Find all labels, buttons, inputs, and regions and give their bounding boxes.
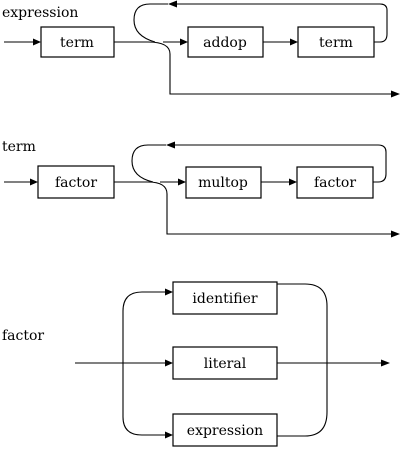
identifier-box: identifier <box>172 281 278 315</box>
multop-box: multop <box>185 166 262 199</box>
arrow-head <box>165 359 173 367</box>
arrow-head <box>178 178 186 186</box>
box-frame <box>172 281 278 315</box>
arrow-head <box>180 38 188 46</box>
rule-name-expression: expression <box>2 5 78 21</box>
loop-back-line <box>133 3 168 43</box>
loop-back-arrow-head <box>168 0 177 8</box>
box-label-factor: factor <box>314 175 356 191</box>
box-frame <box>187 26 264 58</box>
loop-back-line <box>131 144 166 183</box>
box-label-identifier: identifier <box>192 291 257 307</box>
term-box-loop: term <box>297 26 375 58</box>
box-frame <box>37 165 115 199</box>
exit-arrow-head <box>391 90 400 98</box>
box-label-term: term <box>60 35 94 51</box>
loop-back-line <box>176 3 388 43</box>
arrow-head <box>165 288 173 296</box>
exit-arrow-head <box>381 359 390 367</box>
loop-back-arrow-head <box>166 141 175 149</box>
rule-factor: factor identifier literal expression <box>2 281 390 447</box>
rule-term: term factor multop factor <box>2 139 400 238</box>
rule-name-factor: factor <box>2 328 44 344</box>
addop-box: addop <box>187 26 264 58</box>
loop-back-line <box>174 144 387 183</box>
rule-expression: expression term addop term <box>2 0 400 98</box>
connector-line <box>114 181 392 235</box>
box-label-multop: multop <box>198 175 248 191</box>
factor-box: factor <box>37 165 115 199</box>
connector-line <box>114 41 392 95</box>
box-frame <box>172 413 278 447</box>
term-box: term <box>40 26 115 58</box>
exit-arrow-head <box>391 230 400 238</box>
box-frame <box>296 166 374 199</box>
box-label-expression: expression <box>187 423 263 439</box>
box-label-factor: factor <box>55 175 97 191</box>
expression-box: expression <box>172 413 278 447</box>
literal-box: literal <box>172 346 278 380</box>
arrow-head <box>33 38 41 46</box>
box-frame <box>297 26 375 58</box>
arrow-head <box>289 178 297 186</box>
branch-line <box>122 363 166 436</box>
arrow-head <box>165 431 173 439</box>
arrow-head <box>30 178 38 186</box>
merge-line <box>277 283 328 437</box>
factor-box-loop: factor <box>296 166 374 199</box>
box-label-term: term <box>319 35 353 51</box>
rule-name-term: term <box>2 139 36 155</box>
arrow-head <box>290 38 298 46</box>
box-label-literal: literal <box>204 356 247 372</box>
box-label-addop: addop <box>203 35 247 51</box>
branch-line <box>122 291 166 363</box>
